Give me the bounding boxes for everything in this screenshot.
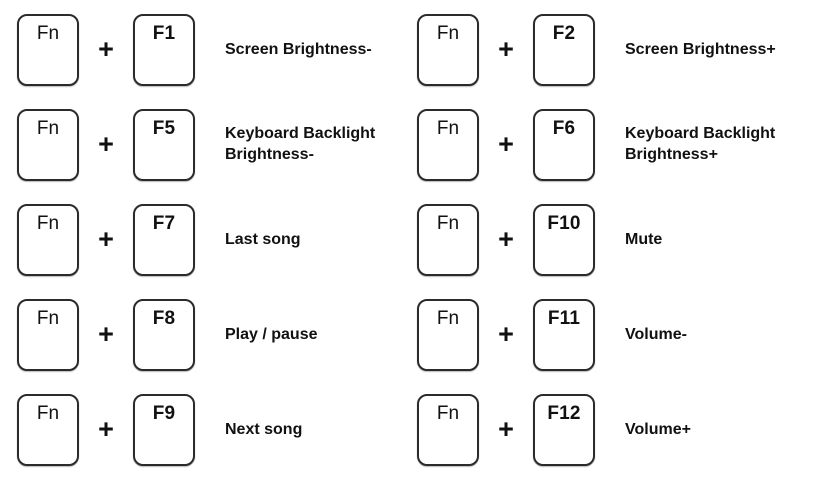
fn-key-label: Fn [36,308,60,329]
function-keycap: F8 [133,299,195,371]
fn-key-label: Fn [36,403,60,424]
action-label: Last song [225,230,301,248]
function-keycap: F12 [533,394,595,466]
shortcut-row: Fn + F6 Keyboard Backlight Brightness+ [417,109,814,181]
shortcut-row: Fn + F7 Last song [17,204,407,276]
fn-key-label: Fn [36,23,60,44]
function-key-label: F12 [547,403,581,424]
action-label: Screen Brightness- [225,40,372,58]
plus-separator: + [498,413,514,444]
fn-key-label: Fn [36,118,60,139]
fn-keycap: Fn [417,109,479,181]
function-keycap: F10 [533,204,595,276]
function-keycap: F5 [133,109,195,181]
fn-keycap: Fn [417,394,479,466]
fn-keycap: Fn [417,299,479,371]
plus-separator: + [498,318,514,349]
plus-separator: + [98,413,114,444]
function-keycap: F11 [533,299,595,371]
function-key-label: F1 [152,23,176,44]
action-label: Play / pause [225,325,318,343]
shortcut-column-right: Fn + F2 Screen Brightness+ Fn + F6 Keybo… [407,14,814,481]
shortcut-row: Fn + F8 Play / pause [17,299,407,371]
fn-keycap: Fn [17,204,79,276]
fn-keycap: Fn [417,14,479,86]
shortcut-column-left: Fn + F1 Screen Brightness- Fn + F5 Keybo… [0,14,407,481]
fn-key-label: Fn [36,213,60,234]
shortcut-row: Fn + F5 Keyboard Backlight Brightness- [17,109,407,181]
fn-keycap: Fn [17,14,79,86]
action-label: Volume+ [625,420,691,438]
fn-keycap: Fn [17,299,79,371]
function-keycap: F6 [533,109,595,181]
fn-key-label: Fn [436,308,460,329]
fn-key-label: Fn [436,213,460,234]
action-label: Volume- [625,325,687,343]
fn-key-label: Fn [436,403,460,424]
plus-separator: + [98,318,114,349]
fn-keycap: Fn [17,394,79,466]
shortcut-row: Fn + F12 Volume+ [417,394,814,466]
fn-keycap: Fn [17,109,79,181]
plus-separator: + [498,33,514,64]
shortcut-row: Fn + F11 Volume- [417,299,814,371]
plus-separator: + [498,128,514,159]
function-key-label: F7 [152,213,176,234]
action-label: Mute [625,230,663,248]
function-keycap: F2 [533,14,595,86]
action-label: Next song [225,420,303,438]
plus-separator: + [498,223,514,254]
function-key-label: F5 [152,118,176,139]
fn-key-label: Fn [436,118,460,139]
function-keycap: F7 [133,204,195,276]
plus-separator: + [98,128,114,159]
shortcut-row: Fn + F1 Screen Brightness- [17,14,407,86]
plus-separator: + [98,223,114,254]
fn-key-label: Fn [436,23,460,44]
shortcut-row: Fn + F9 Next song [17,394,407,466]
shortcut-row: Fn + F2 Screen Brightness+ [417,14,814,86]
function-key-label: F10 [547,213,581,234]
action-label: Keyboard Backlight Brightness- [225,125,376,163]
function-key-label: F8 [152,308,176,329]
action-label: Screen Brightness+ [625,40,776,58]
function-key-label: F2 [552,23,576,44]
action-label: Keyboard Backlight Brightness+ [625,125,776,163]
plus-separator: + [98,33,114,64]
function-keycap: F1 [133,14,195,86]
function-key-label: F11 [547,308,581,329]
fn-keycap: Fn [417,204,479,276]
shortcut-row: Fn + F10 Mute [417,204,814,276]
function-keycap: F9 [133,394,195,466]
function-key-label: F6 [552,118,576,139]
function-key-label: F9 [152,403,176,424]
